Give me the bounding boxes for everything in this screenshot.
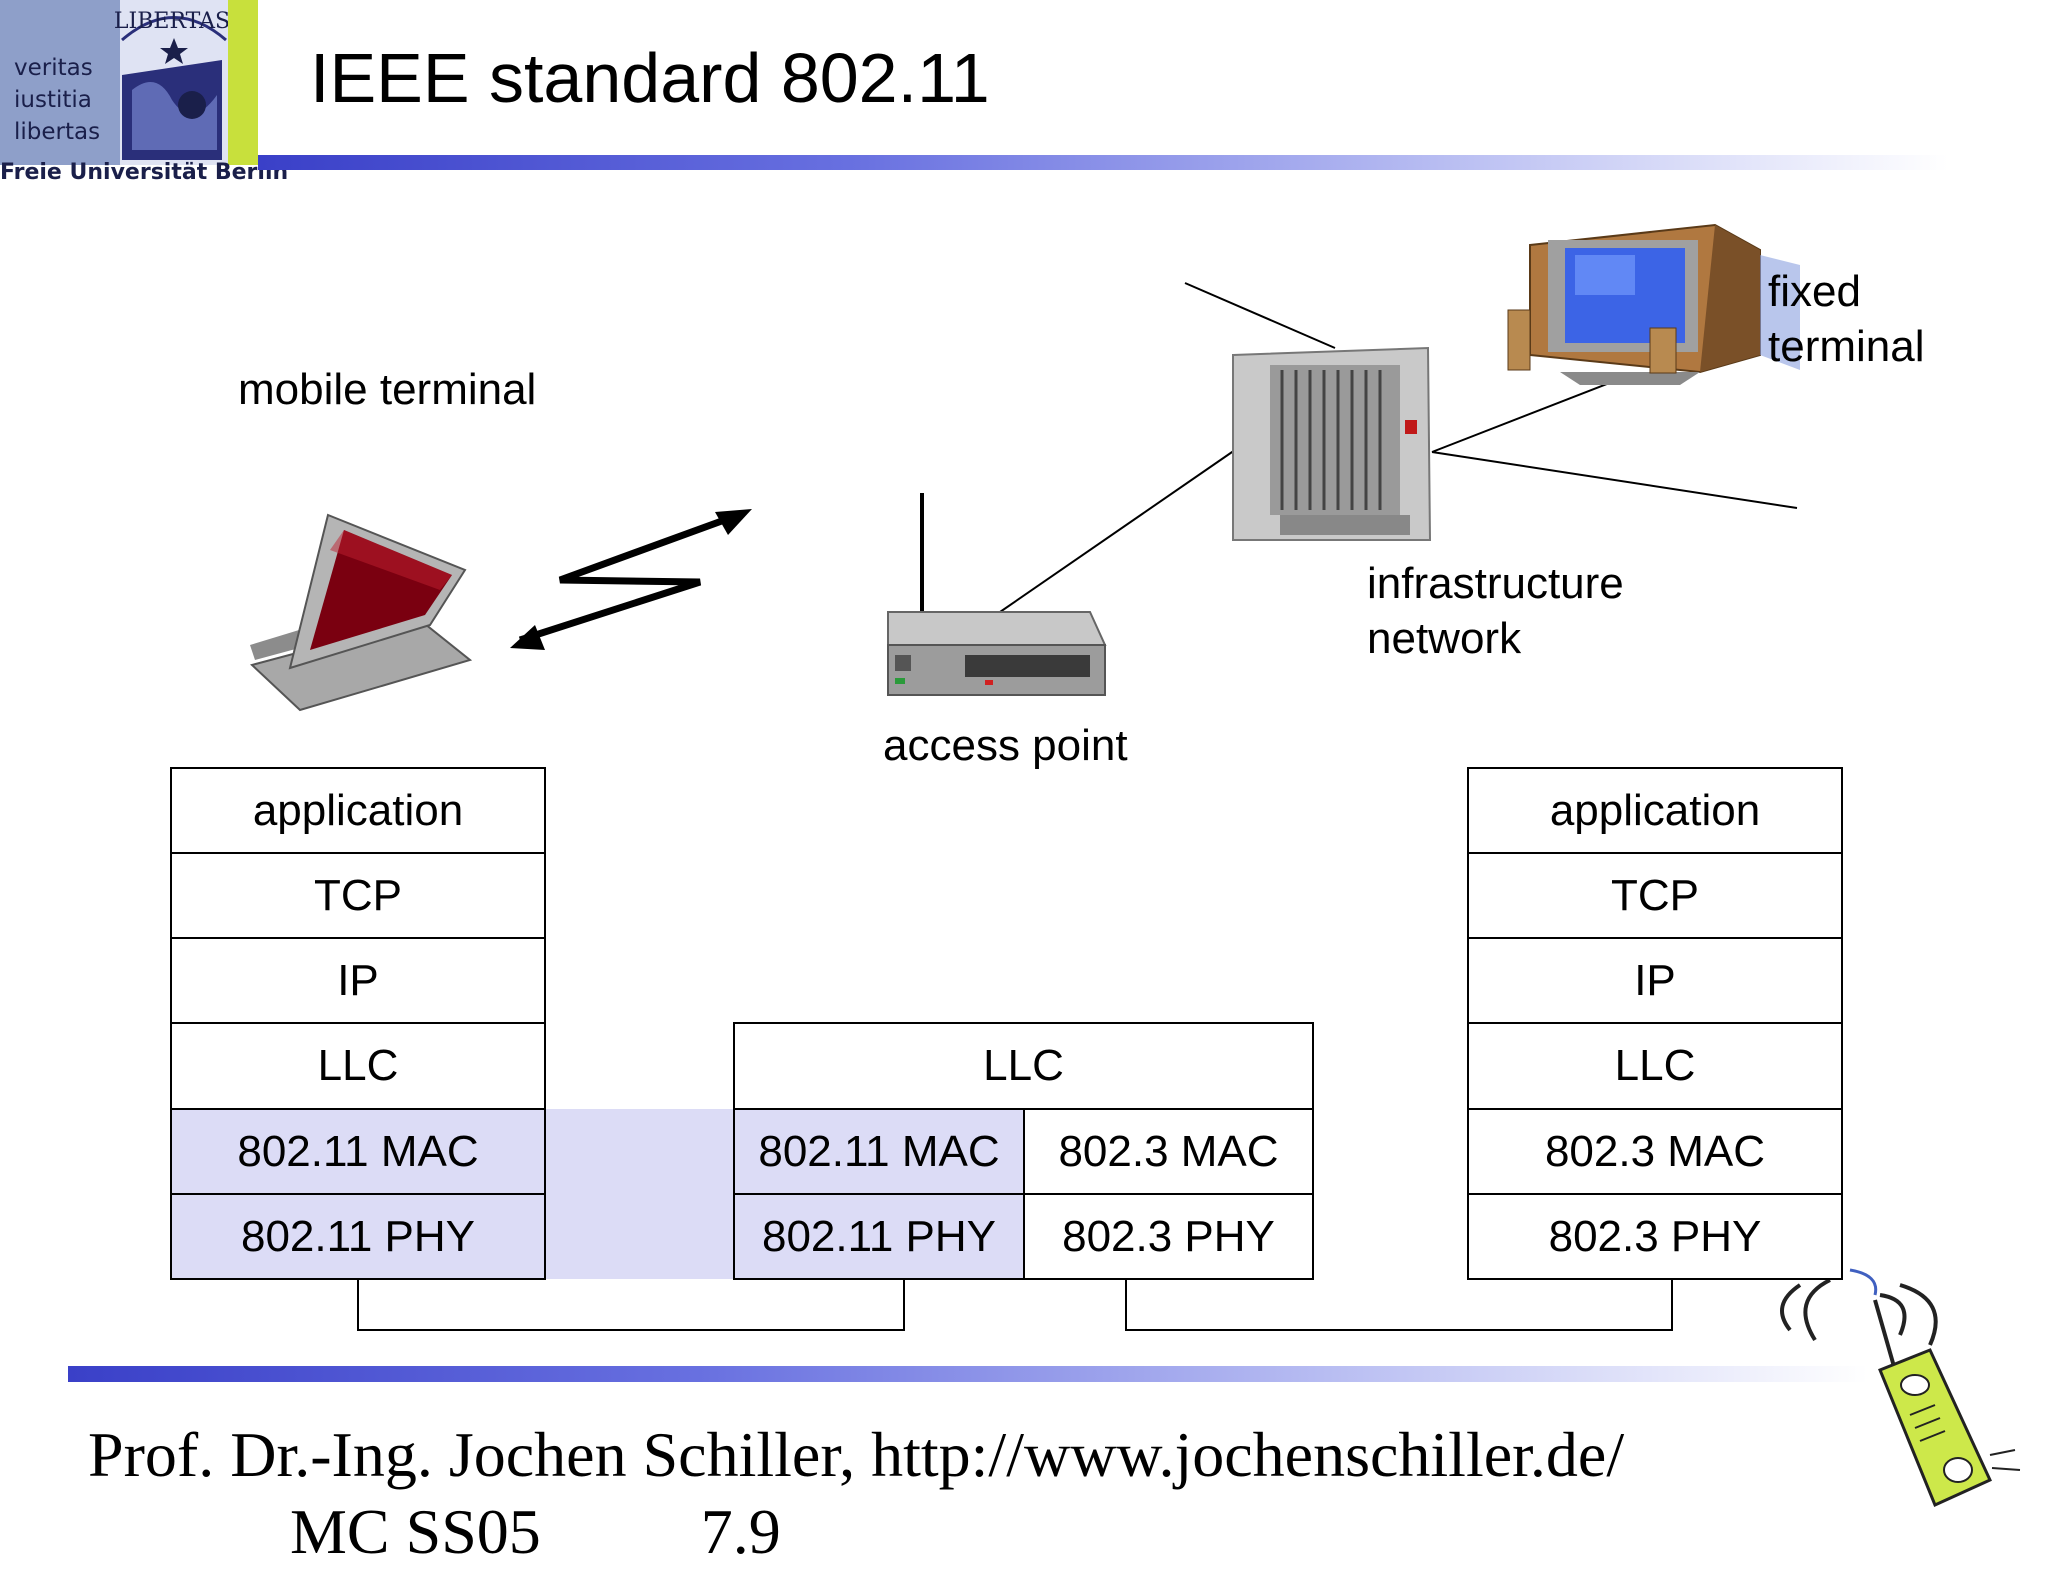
label-infrastructure-line-1: infrastructure [1367,559,1624,608]
label-mobile-terminal: mobile terminal [238,365,537,414]
label-access-point: access point [883,721,1128,770]
footer-author-url: Prof. Dr.-Ing. Jochen Schiller, http://w… [88,1419,1625,1490]
university-seal-icon: LIBERTAS [114,0,228,165]
fixed-stack-llc: LLC [1467,1022,1843,1110]
desktop-computer-icon [1507,223,1800,385]
mobile-phone-icon [1780,1268,2021,1508]
ap-stack-8023-mac: 802.3 MAC [1023,1108,1314,1195]
footer-course-page: MC SS05 7.9 [290,1496,781,1567]
ap-stack-80211-mac: 802.11 MAC [733,1108,1025,1195]
label-infrastructure-line-2: network [1367,614,1522,663]
mobile-stack-application: application [170,767,546,854]
fixed-stack-8023-mac: 802.3 MAC [1467,1108,1843,1195]
fixed-stack-8023-phy: 802.3 PHY [1467,1193,1843,1280]
mobile-stack-llc: LLC [170,1022,546,1110]
mobile-stack-ip: IP [170,937,546,1024]
svg-text:LIBERTAS: LIBERTAS [114,9,228,34]
fixed-stack-application: application [1467,767,1843,854]
ap-stack-8023-phy: 802.3 PHY [1023,1193,1314,1280]
fixed-stack-tcp: TCP [1467,852,1843,939]
stack-connection-lines [357,1280,1673,1331]
network-diagram [250,223,2021,1508]
arrow-head-down [510,625,545,650]
motto-line-2: iustitia [14,87,92,113]
laptop-icon [250,513,473,712]
fixed-stack-ip: IP [1467,937,1843,1024]
logo-green-stripe [228,0,258,165]
motto-line-3: libertas [14,119,101,145]
label-infrastructure-network: infrastructure network [1367,556,1624,666]
wireless-band [545,1109,735,1279]
mobile-stack-80211-mac: 802.11 MAC [170,1108,546,1195]
mobile-stack-tcp: TCP [170,852,546,939]
title-underline-bar [258,155,1948,170]
label-fixed-terminal: fixed terminal [1768,264,1925,374]
label-fixed-line-2: terminal [1768,322,1925,371]
university-name: Freie Universität Berlin [0,160,289,185]
label-fixed-line-1: fixed [1768,267,1861,316]
ap-stack-llc: LLC [733,1022,1314,1110]
footer-bar [68,1366,1868,1382]
access-point-icon [887,493,1107,696]
infrastructure-switch-icon [1232,346,1432,541]
ap-stack-80211-phy: 802.11 PHY [733,1193,1025,1280]
slide-title: IEEE standard 802.11 [310,39,990,117]
mobile-stack-80211-phy: 802.11 PHY [170,1193,546,1280]
motto-line-1: veritas [14,55,93,81]
wireless-link-arrow [518,514,732,644]
network-lines [999,282,1798,613]
arrow-head-up [715,509,752,535]
